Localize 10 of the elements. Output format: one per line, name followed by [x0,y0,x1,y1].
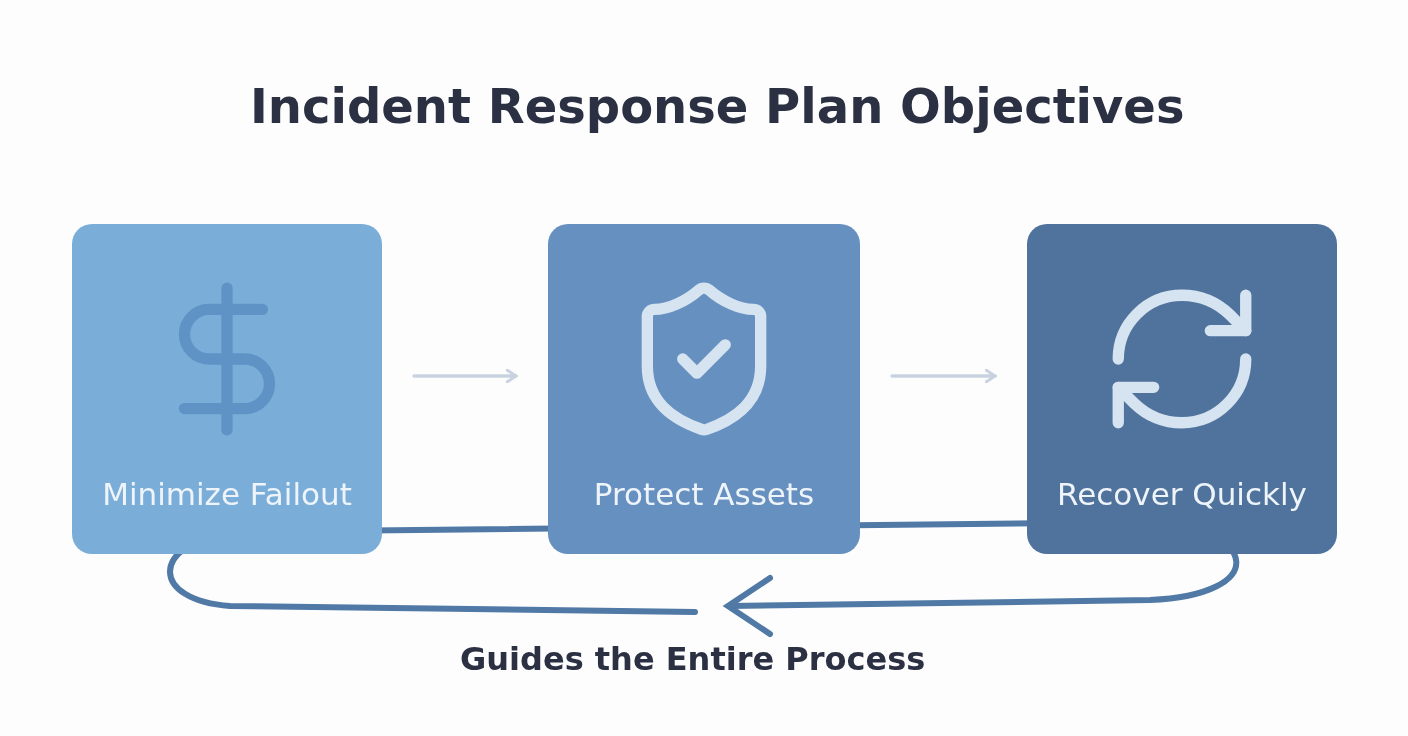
box-label: Protect Assets [592,476,816,512]
box-label: Minimize Failout [101,476,353,512]
objective-box [1027,224,1337,554]
arrow [412,368,518,384]
loop-caption: Guides the Entire Process [460,640,926,678]
box-label: Recover Quickly [1056,476,1308,512]
objective-box [72,224,382,554]
arrow [890,368,997,384]
objective-box [548,224,860,554]
diagram-title: Incident Response Plan Objectives [250,78,1185,134]
